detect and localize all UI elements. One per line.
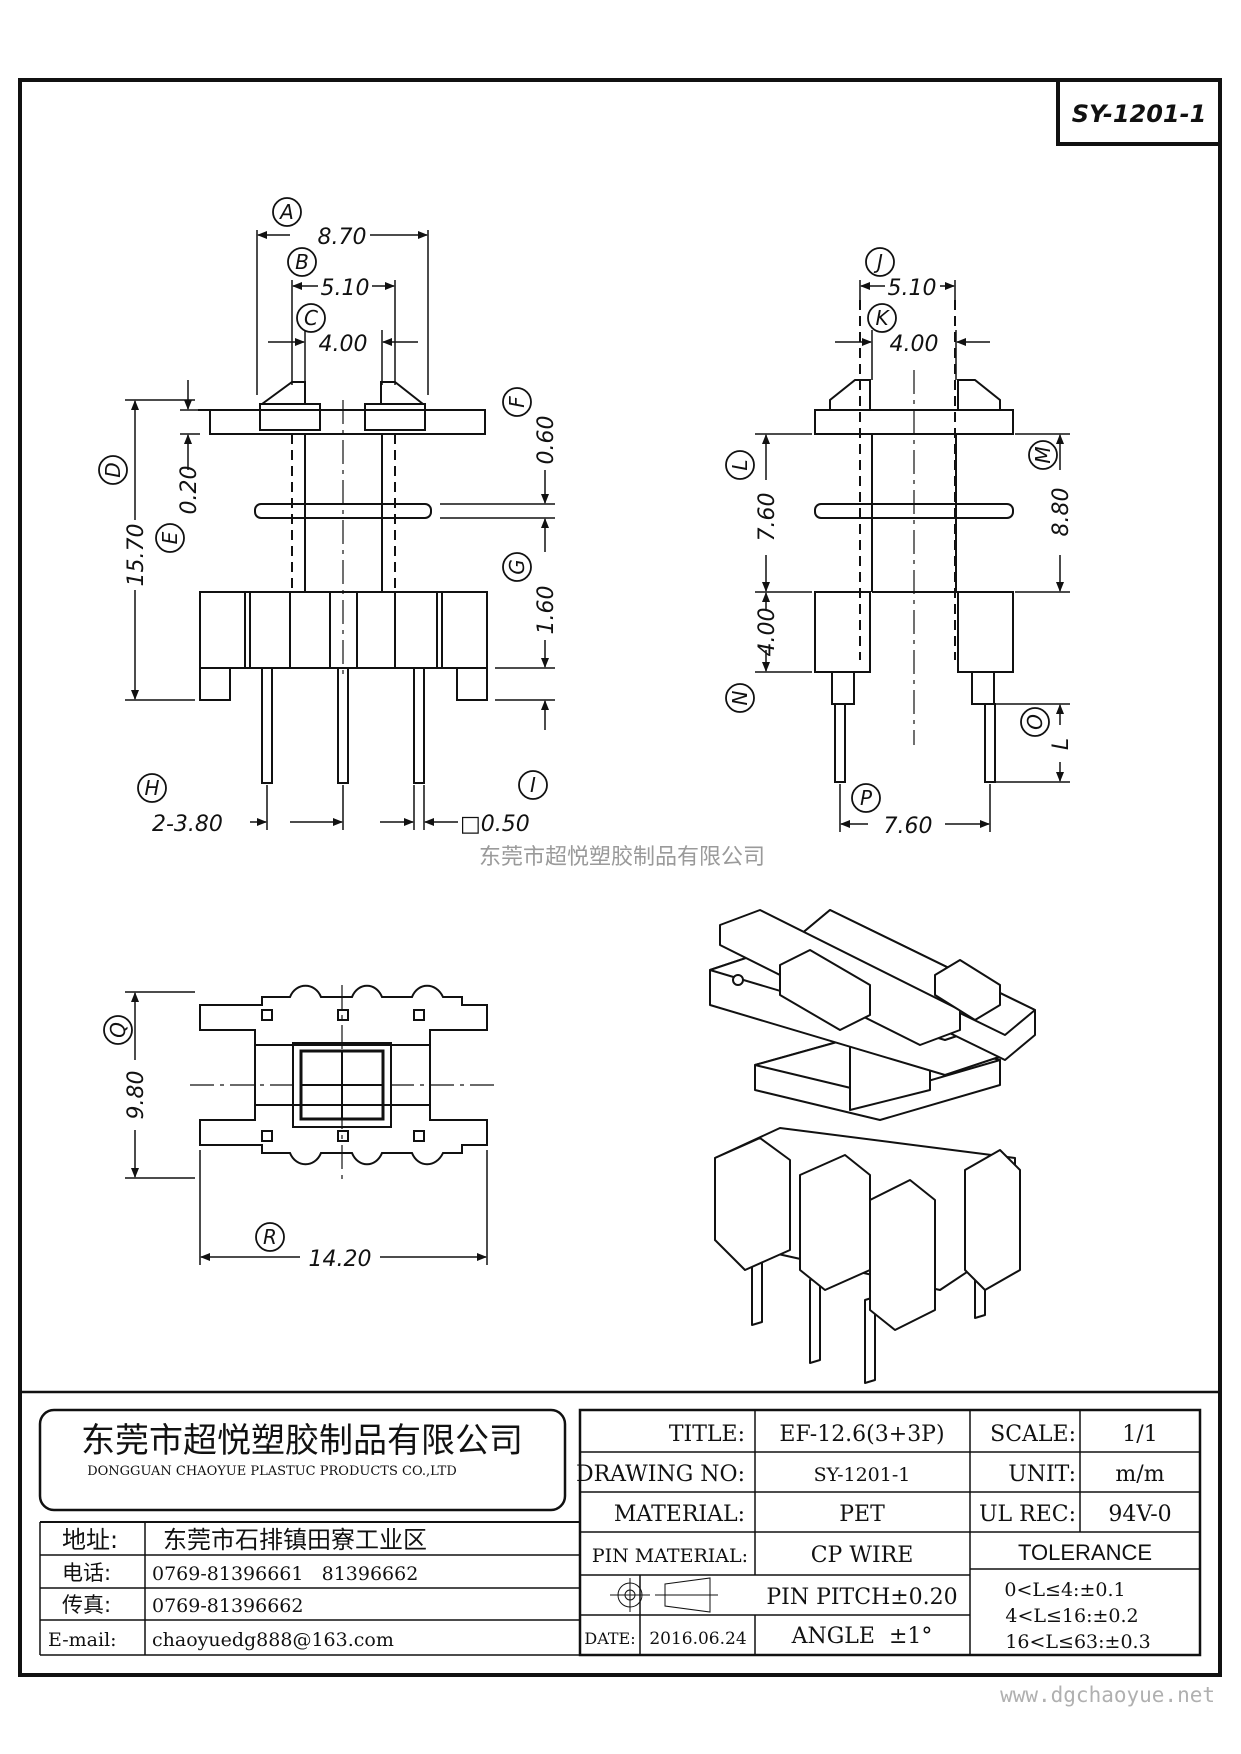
dim-l-value: 7.60 <box>755 493 780 542</box>
scale-value: 1/1 <box>1122 1422 1157 1447</box>
title-label: TITLE: <box>669 1422 745 1447</box>
isometric-view <box>709 909 1036 1384</box>
ul-label: UL REC: <box>979 1502 1076 1527</box>
drawing-code-box: SY-1201-1 <box>1056 78 1222 146</box>
dim-b-value: 5.10 <box>321 276 370 301</box>
title-value: EF-12.6(3+3P) <box>779 1422 944 1447</box>
drawing-no-label: DRAWING NO: <box>576 1462 745 1487</box>
address-value: 东莞市石排镇田寮工业区 <box>163 1526 427 1554</box>
bubble-n: N <box>728 690 752 705</box>
bubble-labels: A B C D E F G H I J K L M N O P Q R <box>101 200 1055 1249</box>
tolerance-1: 0<L≤4:±0.1 <box>1004 1579 1125 1601</box>
fax-label: 传真: <box>62 1593 111 1617</box>
date-label: DATE: <box>584 1629 635 1648</box>
bubble-r: R <box>263 1225 277 1249</box>
phone-label: 电话: <box>62 1561 111 1585</box>
dim-n-value: 4.00 <box>755 608 780 657</box>
dim-j-value: 5.10 <box>888 276 937 301</box>
company-block: 东莞市超悦塑胶制品有限公司 DONGGUAN CHAOYUE PLASTUC P… <box>48 1421 523 1651</box>
dim-p-value: 7.60 <box>884 814 933 839</box>
bubble-o: O <box>1023 714 1047 730</box>
dim-a-value: 8.70 <box>318 225 367 250</box>
website-text: www.dgchaoyue.net <box>1000 1683 1215 1707</box>
address-label: 地址: <box>62 1526 118 1554</box>
tolerance-3: 16<L≤63:±0.3 <box>1005 1631 1150 1653</box>
bubble-p: P <box>860 786 873 810</box>
bubble-g: G <box>505 559 529 575</box>
unit-label: UNIT: <box>1008 1462 1076 1487</box>
bubble-a: A <box>278 200 294 224</box>
email-value: chaoyuedg888@163.com <box>152 1629 394 1651</box>
dim-i-value: □0.50 <box>460 812 530 837</box>
dim-c-value: 4.00 <box>319 332 368 357</box>
title-table: TITLE: EF-12.6(3+3P) SCALE: 1/1 DRAWING … <box>576 1422 1172 1653</box>
bubble-h: H <box>144 776 159 800</box>
bubble-q: Q <box>106 1022 130 1038</box>
material-value: PET <box>839 1502 885 1527</box>
dim-d-value: 15.70 <box>124 524 149 587</box>
bottom-view <box>190 984 497 1180</box>
dim-e-value: 0.20 <box>177 466 202 515</box>
company-name-cn: 东莞市超悦塑胶制品有限公司 <box>81 1421 523 1461</box>
dim-h-value: 2-3.80 <box>152 812 223 837</box>
bubble-k: K <box>875 306 890 330</box>
material-label: MATERIAL: <box>614 1502 745 1527</box>
bubble-b: B <box>295 250 309 274</box>
watermark-text: 东莞市超悦塑胶制品有限公司 <box>479 845 765 870</box>
dim-r-value: 14.20 <box>309 1247 372 1272</box>
front-view <box>198 381 488 784</box>
side-dims <box>755 280 1070 832</box>
drawing-code: SY-1201-1 <box>1072 100 1207 128</box>
dim-g-value: 1.60 <box>534 586 559 635</box>
bubble-f: F <box>505 396 529 408</box>
angle-value: ANGLE ±1° <box>791 1624 933 1649</box>
email-label: E-mail: <box>48 1629 117 1651</box>
pin-pitch-value: PIN PITCH±0.20 <box>766 1585 957 1610</box>
bubble-m: M <box>1031 446 1055 463</box>
front-dims <box>125 230 555 830</box>
company-name-en: DONGGUAN CHAOYUE PLASTUC PRODUCTS CO.,LT… <box>87 1464 457 1479</box>
tolerance-2: 4<L≤16:±0.2 <box>1005 1605 1138 1627</box>
bubble-j: J <box>873 250 883 274</box>
bubble-d: D <box>101 462 125 477</box>
pin-material-value: CP WIRE <box>811 1543 914 1568</box>
dim-k-value: 4.00 <box>890 332 939 357</box>
dim-q-value: 9.80 <box>124 1071 149 1120</box>
bubble-e: E <box>158 531 182 544</box>
dim-m-value: 8.80 <box>1049 488 1074 537</box>
outer-frame <box>18 78 1222 1677</box>
date-value: 2016.06.24 <box>649 1629 746 1649</box>
pin-material-label: PIN MATERIAL: <box>592 1545 748 1567</box>
ul-value: 94V-0 <box>1108 1502 1171 1527</box>
title-block-lines <box>20 1390 1220 1657</box>
tolerance-label: TOLERANCE <box>1018 1540 1152 1565</box>
dim-o-value: L <box>1049 738 1074 750</box>
bubble-c: C <box>304 306 318 330</box>
bubble-group <box>98 197 1058 1252</box>
unit-value: m/m <box>1115 1462 1164 1487</box>
dim-f-value: 0.60 <box>534 416 559 465</box>
bubble-l: L <box>728 459 752 470</box>
scale-label: SCALE: <box>990 1422 1076 1447</box>
bottom-dims <box>125 991 488 1265</box>
side-view <box>814 300 1014 783</box>
phone-value: 0769-81396661 81396662 <box>152 1563 418 1585</box>
bubble-i: I <box>530 773 536 797</box>
fax-value: 0769-81396662 <box>152 1595 303 1617</box>
drawing-no-value: SY-1201-1 <box>814 1464 911 1486</box>
